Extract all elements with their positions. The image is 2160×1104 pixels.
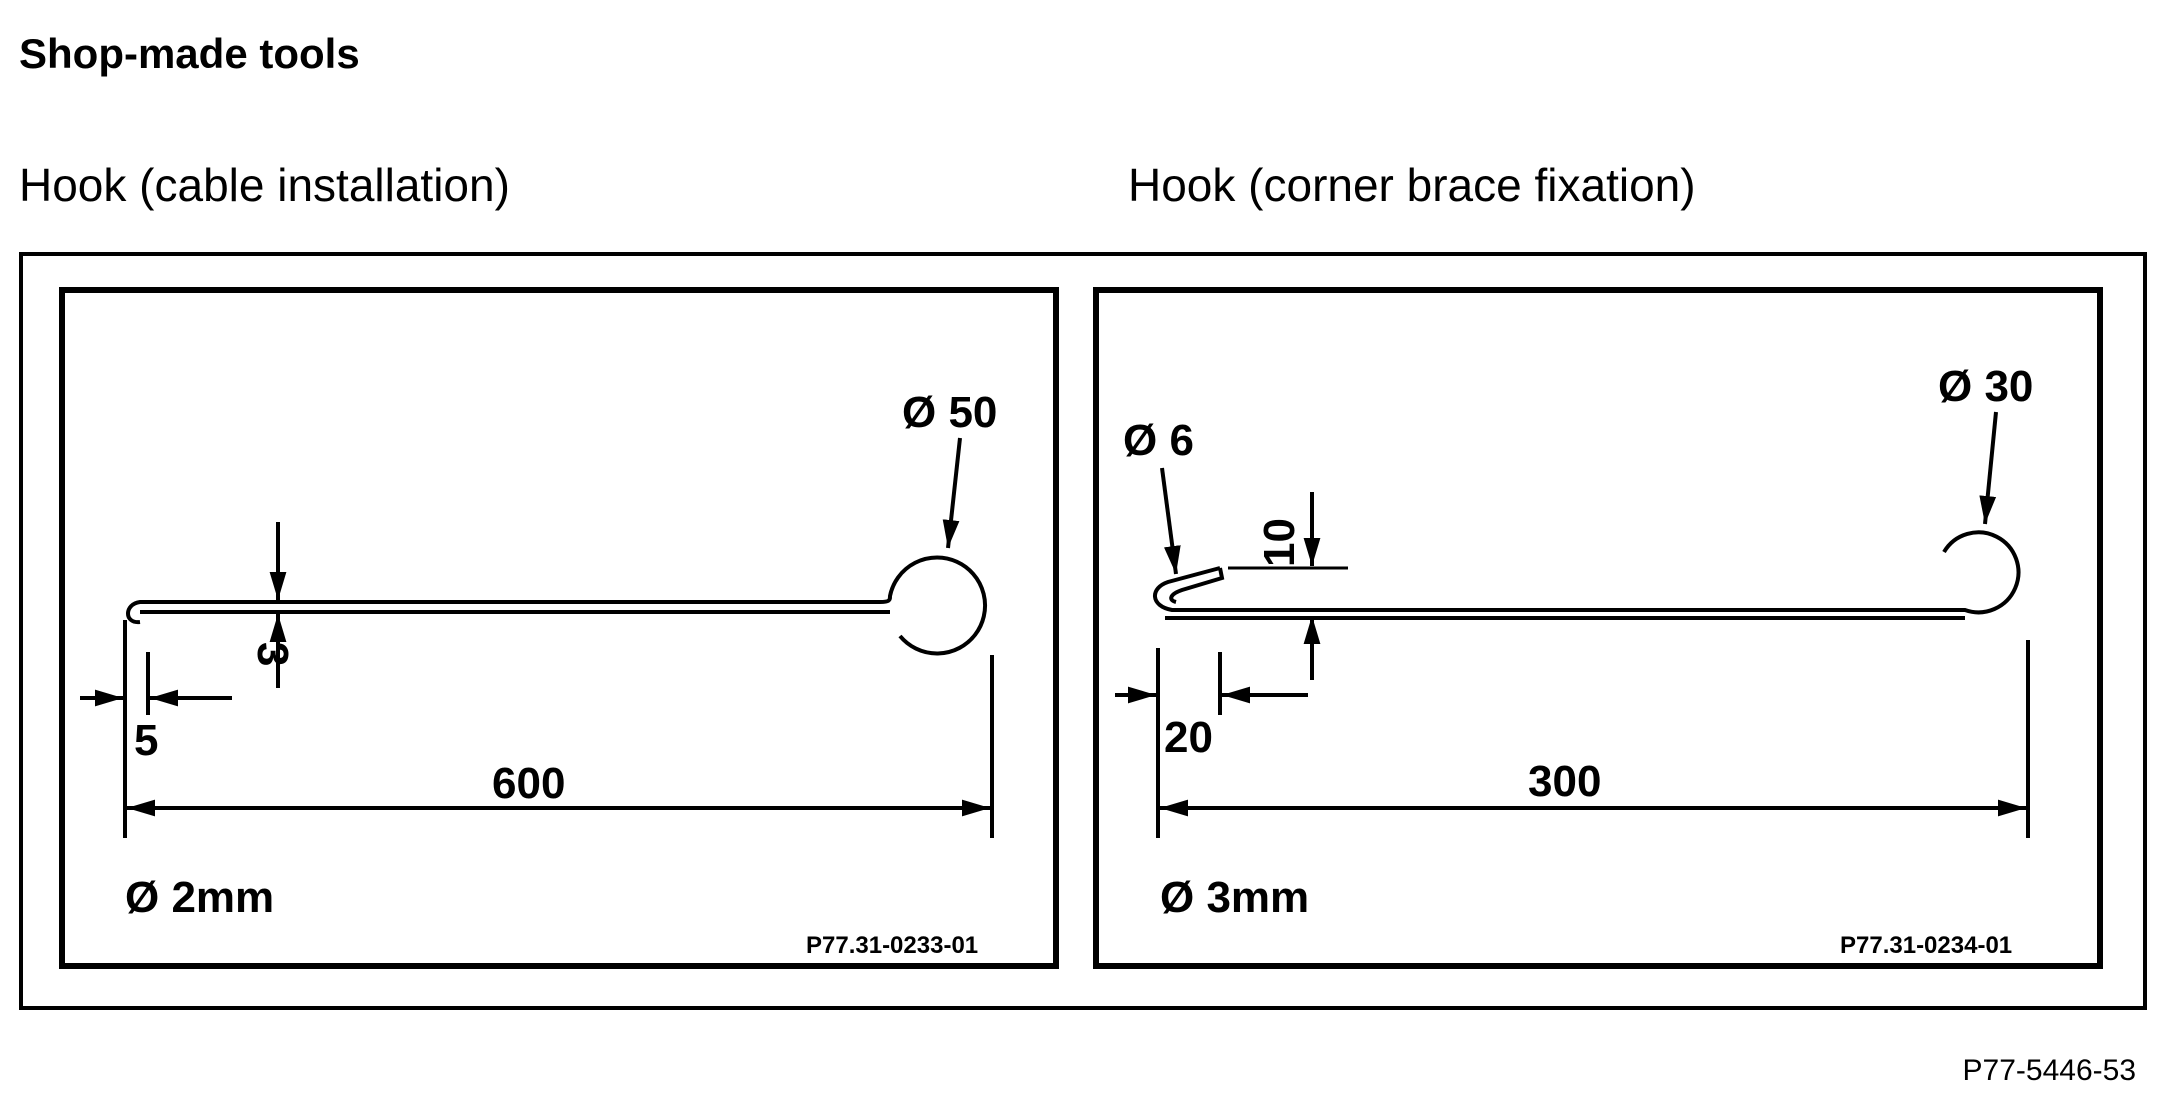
drawings-frame: [19, 252, 2147, 1010]
drawing-cable-hook: Ø 50 3 5 600 Ø 2mm P77.31-0233-01: [59, 287, 1059, 969]
ring-diameter-label-right: Ø 30: [1938, 362, 2033, 411]
drawing-ref-left: P77.31-0233-01: [806, 932, 978, 959]
hook-tip-right: [1169, 567, 1225, 604]
length-dim-label-left: 600: [492, 759, 565, 808]
tip-diameter-label: Ø 6: [1123, 416, 1194, 465]
drawing-frame-right: [1093, 287, 2103, 969]
ring-diameter-leader-right: [1979, 411, 1998, 525]
drawing-ref-right: P77.31-0234-01: [1840, 932, 2012, 959]
wire-diameter-label-right: Ø 3mm: [1160, 873, 1309, 922]
wire-diameter-label-left: Ø 2mm: [125, 873, 274, 922]
page-title: Shop-made tools: [19, 30, 360, 77]
tip-dim-label-right: 20: [1164, 713, 1213, 762]
figure-reference: P77-5446-53: [1962, 1054, 2136, 1087]
caption-corner-brace-hook: Hook (corner brace fixation): [1128, 159, 1696, 211]
ring-diameter-label-left: Ø 50: [902, 388, 997, 437]
thickness-dim-label: 3: [248, 642, 297, 666]
tip-diameter-leader: [1160, 467, 1181, 575]
hook-wire-right: [1153, 530, 2021, 615]
drawing-corner-brace-hook: Ø 30 Ø 6 10 20 300 Ø 3mm P77.31-0234-01: [1093, 287, 2103, 969]
drawing-frame-left: [59, 287, 1059, 969]
tip-dim-label-left: 5: [134, 716, 158, 765]
length-dim-label-right: 300: [1528, 757, 1601, 806]
offset-dim-label: 10: [1255, 518, 1304, 567]
ring-diameter-leader-left: [942, 437, 962, 549]
caption-cable-hook: Hook (cable installation): [19, 159, 510, 211]
hook-wire-left: [126, 555, 987, 656]
